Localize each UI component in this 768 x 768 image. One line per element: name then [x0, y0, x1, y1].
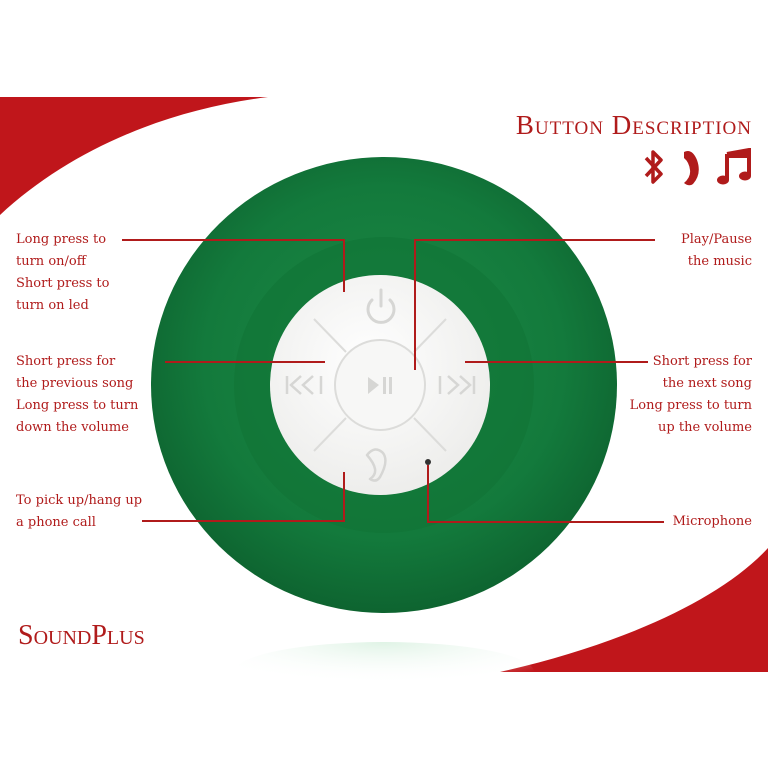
previous-icon[interactable]: [285, 375, 323, 395]
next-icon[interactable]: [438, 375, 476, 395]
callout-line: Short press for: [652, 354, 752, 369]
callout-line: down the volume: [16, 420, 129, 435]
callout-line: a phone call: [16, 515, 96, 530]
feature-icons: [642, 148, 752, 186]
leader-power: [122, 239, 345, 292]
brand-logo: SoundPlus: [18, 620, 145, 651]
leader-microphone: [427, 465, 664, 523]
red-swoosh-top-left: [0, 97, 268, 215]
play-pause-icon: [368, 377, 392, 394]
callout-line: Long press to: [16, 232, 107, 247]
callout-next: Short press for the next song Long press…: [630, 351, 752, 439]
callout-line: the music: [687, 254, 752, 269]
callout-line: Short press to: [16, 276, 110, 291]
callout-line: Long press to turn: [16, 398, 139, 413]
callout-power: Long press to turn on/off Short press to…: [16, 229, 109, 317]
leader-lines: [122, 239, 664, 523]
play-pause-button[interactable]: [334, 339, 426, 431]
power-icon[interactable]: [366, 288, 396, 324]
callout-play-pause: Play/Pause the music: [681, 229, 752, 273]
callout-line: the previous song: [16, 376, 134, 391]
callout-previous: Short press for the previous song Long p…: [16, 351, 138, 439]
callout-line: Play/Pause: [680, 232, 752, 247]
speaker-reflection: [234, 642, 534, 702]
control-face: [270, 275, 490, 495]
callout-line: Long press to turn: [629, 398, 752, 413]
callout-line: turn on led: [16, 298, 89, 313]
red-swoosh-bottom-right: [500, 548, 768, 672]
microphone-hole: [425, 459, 431, 465]
callout-line: the next song: [662, 376, 752, 391]
callout-line: turn on/off: [16, 254, 86, 269]
leader-phone: [142, 472, 345, 522]
callout-line: Short press for: [16, 354, 116, 369]
phone-button-icon[interactable]: [365, 448, 387, 482]
callout-phone: To pick up/hang up a phone call: [16, 490, 142, 534]
music-note-icon: [717, 148, 751, 185]
callout-line: Microphone: [672, 514, 752, 529]
leader-play-pause: [414, 239, 655, 370]
callout-microphone: Microphone: [673, 511, 752, 533]
callout-line: up the volume: [658, 420, 752, 435]
callout-line: To pick up/hang up: [16, 493, 143, 508]
bluetooth-icon: [644, 150, 663, 184]
page-title: Button Description: [515, 110, 752, 140]
phone-icon: [684, 151, 699, 186]
